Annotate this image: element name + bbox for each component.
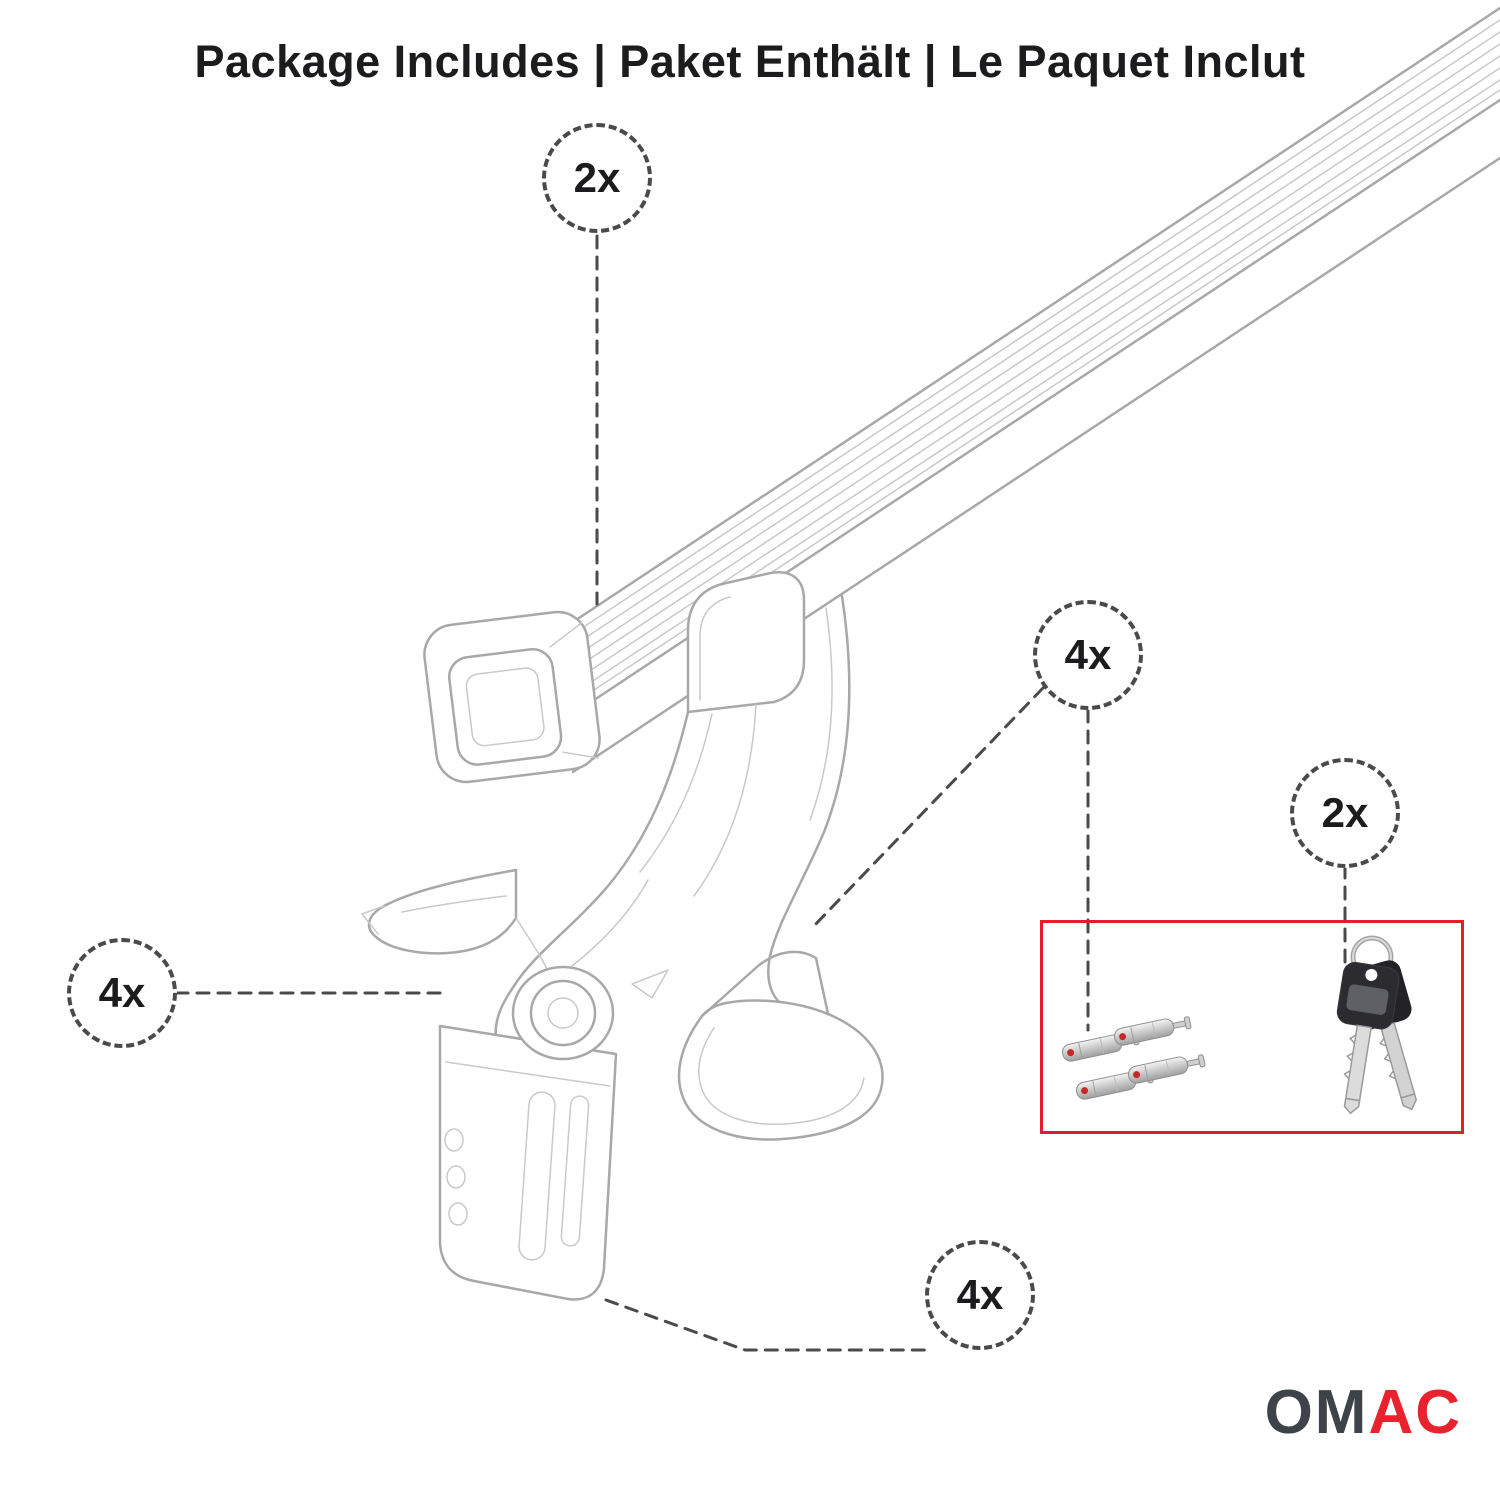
foot-drawing xyxy=(361,571,851,1042)
callout-crossbar-label: 2x xyxy=(573,154,621,201)
brand-logo-dark: OM xyxy=(1264,1378,1369,1447)
key-icon xyxy=(1336,961,1400,1115)
callout-lock-cylinders: 4x xyxy=(1033,600,1143,710)
callout-crossbar: 2x xyxy=(542,123,652,233)
callout-lock-cylinders-label: 4x xyxy=(1064,631,1112,678)
brand-logo-red: AC xyxy=(1368,1378,1462,1447)
leader-cylinders-to-foot xyxy=(810,686,1045,930)
callout-clamp-bracket: 4x xyxy=(925,1240,1035,1350)
end-cap-drawing xyxy=(423,610,601,784)
leader-lines xyxy=(174,234,1347,1352)
lock-cylinders-image xyxy=(1061,1016,1206,1100)
callout-clamp-bracket-label: 4x xyxy=(956,1271,1004,1318)
callout-keys-label: 2x xyxy=(1321,789,1369,836)
clamp-drawing xyxy=(438,1024,618,1301)
base-pad-drawing xyxy=(677,950,884,1141)
clamp-holes xyxy=(444,1128,468,1226)
callout-keys: 2x xyxy=(1290,758,1400,868)
leader-clamp xyxy=(604,1298,930,1352)
foot-flange-drawing xyxy=(361,868,553,981)
keys-image xyxy=(1336,935,1418,1115)
lock-cylinder-icon xyxy=(1127,1054,1206,1084)
page-title: Package Includes | Paket Enthält | Le Pa… xyxy=(194,36,1306,87)
lock-cylinder-icon xyxy=(1113,1016,1192,1046)
callout-mounting-foot: 4x xyxy=(67,938,177,1048)
callout-mounting-foot-label: 4x xyxy=(98,969,146,1016)
hardware-box xyxy=(1040,920,1464,1134)
knob-drawing xyxy=(511,965,669,1061)
brand-logo: OMAC xyxy=(1265,1382,1462,1444)
